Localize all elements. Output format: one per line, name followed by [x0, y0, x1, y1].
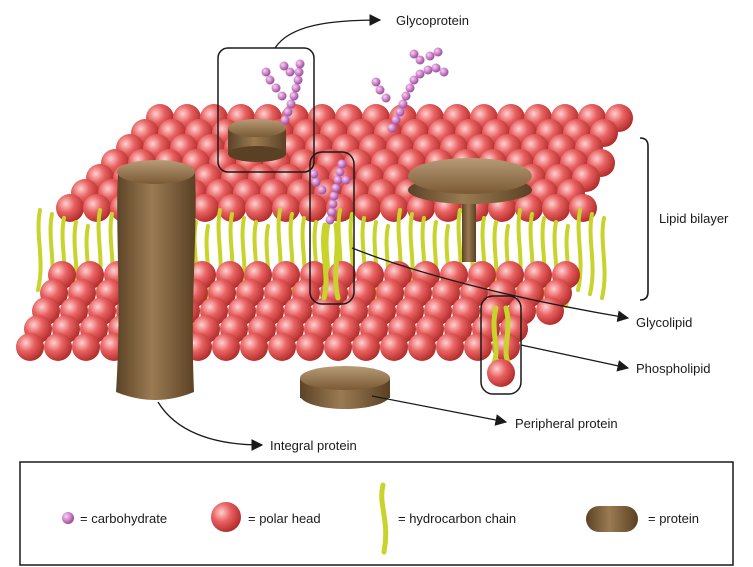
legend-polar-head: = polar head [248, 511, 321, 526]
carbohydrate [290, 92, 299, 101]
hydrocarbon-chain [602, 218, 605, 298]
carbohydrate [266, 76, 275, 85]
polar-head [380, 333, 408, 361]
carbohydrate [310, 170, 319, 179]
carbohydrate [280, 62, 289, 71]
carbohydrate [342, 176, 351, 185]
carbohydrate [334, 176, 343, 185]
polar-head [353, 194, 381, 222]
carbohydrate [396, 108, 405, 117]
polar-head [380, 194, 408, 222]
legend-protein-icon [586, 506, 638, 532]
polar-head [272, 194, 300, 222]
carbohydrate [287, 100, 296, 109]
carbohydrate [272, 84, 281, 93]
carbohydrate [281, 116, 290, 125]
polar-head [408, 333, 436, 361]
integral-protein-label: Integral protein [270, 438, 357, 453]
carbohydrate [426, 52, 435, 61]
carbohydrate [336, 168, 345, 177]
carbohydrate [326, 216, 335, 225]
polar-head [72, 333, 100, 361]
carbohydrate [432, 64, 441, 73]
peripheral-protein [300, 366, 390, 409]
polar-head [56, 194, 84, 222]
polar-head [324, 333, 352, 361]
carbohydrate [410, 50, 419, 59]
carbohydrate [295, 68, 304, 77]
polar-head [464, 333, 492, 361]
legend-polar-head-icon [211, 502, 241, 532]
glycoprotein-arrow [275, 20, 380, 48]
carbohydrate [376, 86, 385, 95]
carbohydrate [372, 78, 381, 87]
carbohydrate [434, 48, 443, 57]
carbohydrate [388, 124, 397, 133]
polar-head [44, 333, 72, 361]
legend-hydrocarbon-chain: = hydrocarbon chain [398, 511, 516, 526]
polar-head [212, 333, 240, 361]
peripheral-protein-arrow [372, 396, 506, 422]
glycoprotein-label: Glycoprotein [396, 13, 469, 28]
glycoprotein-protein [228, 119, 286, 162]
carbohydrate [440, 68, 449, 77]
carbohydrate [296, 60, 305, 69]
hydrocarbon-chain [38, 210, 41, 290]
polar-head [245, 194, 273, 222]
polar-head [240, 333, 268, 361]
carbohydrate [338, 160, 347, 169]
carbohydrate [399, 100, 408, 109]
glycolipid-label: Glycolipid [636, 315, 692, 330]
carbohydrate [292, 84, 301, 93]
carbohydrate [332, 184, 341, 193]
integral-protein-arrow [158, 402, 262, 445]
legend-protein: = protein [648, 511, 699, 526]
carbohydrate [328, 208, 337, 217]
carbohydrate [382, 94, 391, 103]
lipid-bilayer-bracket [640, 138, 648, 300]
phospholipid-arrow [521, 345, 628, 368]
peripheral-protein-label: Peripheral protein [515, 416, 618, 431]
carbohydrate [402, 92, 411, 101]
legend: = carbohydrate = polar head = hydrocarbo… [20, 462, 733, 565]
polar-head [542, 194, 570, 222]
legend-carbohydrate: = carbohydrate [80, 511, 167, 526]
legend-carbohydrate-icon [62, 512, 74, 524]
carbohydrate [312, 178, 321, 187]
label-arrows [158, 20, 628, 445]
carbohydrate [330, 192, 339, 201]
carbohydrate [416, 70, 425, 79]
carbohydrate [424, 66, 433, 75]
carbohydrate [406, 84, 415, 93]
integral-protein [116, 160, 196, 400]
polar-head [268, 333, 296, 361]
carbohydrate [278, 92, 287, 101]
polar-head [296, 333, 324, 361]
carbohydrate [262, 68, 271, 77]
carbohydrate [284, 108, 293, 117]
phospholipid-label: Phospholipid [636, 361, 710, 376]
polar-head [436, 333, 464, 361]
polar-head [16, 333, 44, 361]
carbohydrate [318, 186, 327, 195]
carbohydrate [392, 116, 401, 125]
polar-head [352, 333, 380, 361]
lipid-bilayer-label: Lipid bilayer [659, 211, 729, 226]
carbohydrate [294, 76, 303, 85]
carbohydrate [329, 200, 338, 209]
hydrocarbon-chain [590, 214, 593, 294]
